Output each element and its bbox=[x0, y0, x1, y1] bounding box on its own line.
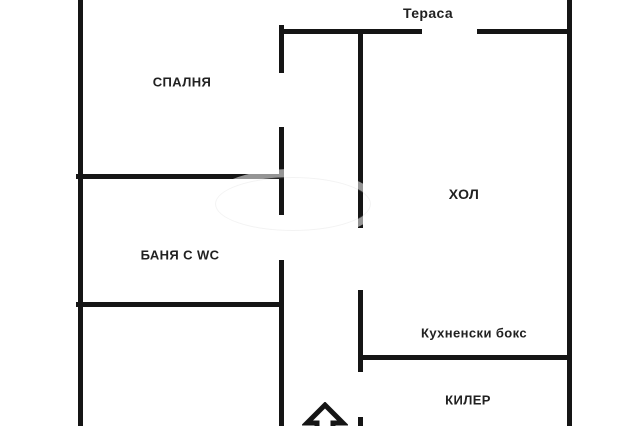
wall-hall-left-lower bbox=[358, 290, 363, 372]
room-label-kitchenette: Кухненски бокс bbox=[421, 325, 527, 341]
wall-bedroom-right-mid bbox=[279, 127, 284, 215]
room-label-terrace: Тераса bbox=[402, 5, 454, 21]
north-arrow-icon bbox=[302, 402, 348, 426]
wall-bathroom-bottom bbox=[76, 302, 284, 307]
wall-terrace-right bbox=[477, 29, 572, 34]
room-label-living-room: ХОЛ bbox=[448, 186, 480, 202]
watermark bbox=[207, 169, 379, 239]
wall-outer-right bbox=[567, 0, 572, 426]
wall-bedroom-bottom bbox=[76, 174, 284, 179]
wall-terrace-left bbox=[279, 29, 422, 34]
room-label-bedroom: СПАЛНЯ bbox=[152, 74, 212, 90]
room-label-pantry: КИЛЕР bbox=[445, 392, 491, 408]
wall-kitchenette-bottom bbox=[358, 355, 572, 360]
wall-outer-left bbox=[78, 0, 83, 426]
room-label-bathroom-wc: БАНЯ С WC bbox=[140, 247, 220, 263]
wall-bedroom-right-upper bbox=[279, 25, 284, 73]
wall-corridor-left-lower bbox=[279, 260, 284, 426]
wall-pantry-left-stub bbox=[358, 417, 363, 426]
wall-hall-left-upper bbox=[358, 31, 363, 228]
